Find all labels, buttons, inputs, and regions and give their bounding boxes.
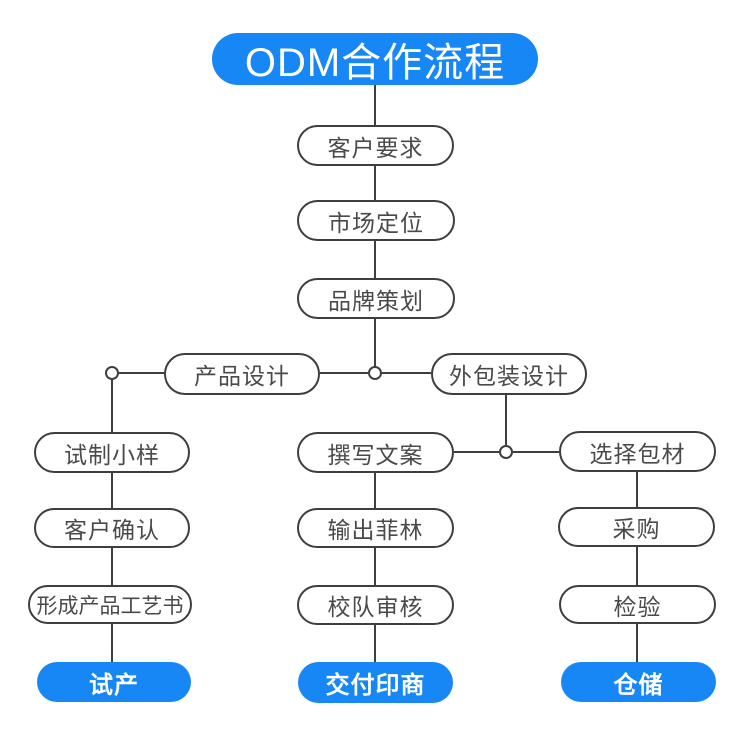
connector-line — [374, 624, 376, 662]
junction-dot — [499, 445, 513, 459]
node-brand-planning: 品牌策划 — [297, 278, 455, 319]
node-product-process-book: 形成产品工艺书 — [28, 585, 192, 624]
node-copywriting: 撰写文案 — [297, 432, 454, 473]
node-warehousing: 仓储 — [561, 662, 716, 702]
connector-line — [374, 166, 376, 200]
node-proofreading-review: 校队审核 — [297, 585, 454, 625]
connector-line — [320, 372, 368, 374]
node-inspection: 检验 — [559, 585, 716, 624]
connector-line — [374, 473, 376, 508]
connector-line — [111, 624, 113, 662]
connector-line — [513, 451, 559, 453]
connector-line — [111, 380, 113, 432]
connector-line — [636, 547, 638, 585]
node-packaging-design: 外包装设计 — [431, 353, 587, 395]
node-market-positioning: 市场定位 — [297, 200, 455, 241]
junction-dot — [368, 366, 382, 380]
node-customer-requirements: 客户要求 — [297, 125, 454, 166]
junction-dot — [105, 366, 119, 380]
connector-line — [374, 548, 376, 585]
node-select-packaging-material: 选择包材 — [559, 431, 716, 472]
node-customer-confirmation: 客户确认 — [34, 508, 190, 548]
flowchart-title: ODM合作流程 — [212, 33, 538, 85]
connector-line — [374, 241, 376, 278]
connector-line — [374, 85, 376, 125]
node-product-design: 产品设计 — [164, 353, 320, 395]
connector-line — [111, 473, 113, 508]
connector-line — [111, 548, 113, 585]
connector-line — [505, 395, 507, 445]
node-film-output: 输出菲林 — [297, 508, 454, 548]
connector-line — [119, 372, 164, 374]
node-trial-sample: 试制小样 — [34, 432, 190, 473]
connector-line — [636, 624, 638, 662]
connector-line — [374, 319, 376, 367]
node-procurement: 采购 — [558, 507, 715, 547]
connector-line — [636, 472, 638, 507]
connector-line — [454, 451, 499, 453]
node-deliver-to-printer: 交付印商 — [298, 662, 453, 703]
node-trial-production: 试产 — [37, 662, 191, 702]
connector-line — [382, 372, 431, 374]
